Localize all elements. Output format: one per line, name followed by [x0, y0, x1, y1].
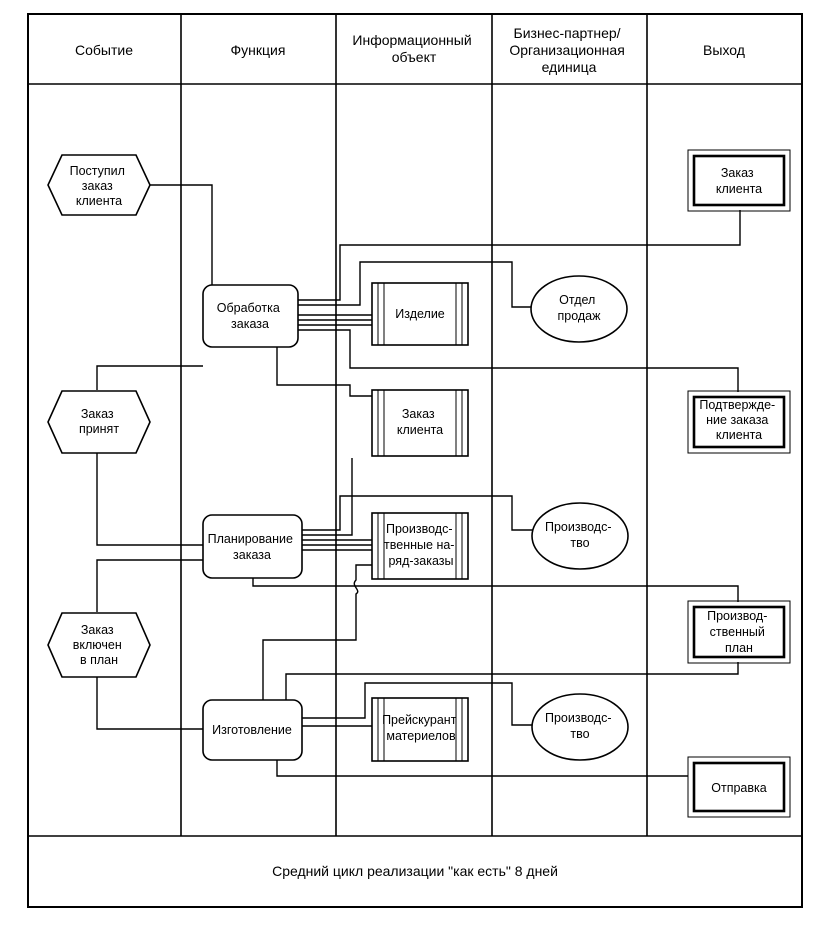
org-unit-sales-dept: Отдел продаж: [530, 275, 628, 343]
event-order-accepted: Заказ принят: [47, 390, 151, 454]
info-object-price-list: Прейскурант материелов: [371, 697, 469, 762]
info-object-label: Прейскурант материелов: [382, 713, 460, 743]
event-label: Заказ принят: [79, 407, 119, 436]
connector: [302, 495, 533, 531]
output-label: Производ- ственный план: [707, 609, 771, 655]
function-label: Обработка заказа: [217, 301, 284, 331]
info-object-product: Изделие: [371, 282, 469, 346]
connector: [285, 662, 739, 700]
output-label: Подтвержде- ние заказа клиента: [699, 398, 778, 442]
connector: [96, 677, 203, 730]
org-unit-label: Производс- тво: [545, 711, 615, 741]
info-object-label: Изделие: [395, 307, 445, 321]
connector: [302, 458, 353, 536]
connector: [298, 261, 533, 308]
event-label: Поступил заказ клиента: [70, 164, 129, 208]
event-order-received: Поступил заказ клиента: [47, 154, 151, 216]
info-object-client-order: Заказ клиента: [371, 389, 469, 457]
header-info-object: Информационный объект: [352, 32, 475, 65]
output-order-confirmation: Подтвержде- ние заказа клиента: [687, 390, 791, 454]
event-order-planned: Заказ включен в план: [47, 612, 151, 678]
footer-summary: Средний цикл реализации "как есть" 8 дне…: [272, 863, 558, 879]
diagram-frame: [27, 13, 803, 908]
connector: [96, 559, 203, 612]
function-order-planning: Планирование заказа: [202, 514, 303, 579]
connector: [148, 184, 213, 285]
output-production-plan: Производ- ственный план: [687, 600, 791, 664]
org-unit-production: Производс- тво: [531, 502, 629, 570]
info-object-label: Заказ клиента: [397, 407, 443, 437]
org-unit-production: Производс- тво: [531, 693, 629, 761]
info-object-production-orders: Производс- твенные на- ряд-заказы: [371, 512, 469, 580]
org-unit-label: Производс- тво: [545, 520, 615, 550]
function-label: Изготовление: [212, 723, 292, 737]
function-manufacturing: Изготовление: [202, 699, 303, 761]
connector: [298, 329, 739, 392]
function-label: Планирование заказа: [208, 532, 297, 562]
connector: [96, 453, 203, 546]
function-order-processing: Обработка заказа: [202, 284, 299, 348]
header-output: Выход: [703, 42, 745, 58]
connector: [252, 578, 739, 602]
connectors: [96, 184, 741, 777]
info-object-label: Производс- твенные на- ряд-заказы: [384, 522, 458, 568]
output-label: Заказ клиента: [716, 166, 762, 196]
header-function: Функция: [231, 42, 286, 58]
connector: [298, 210, 741, 301]
event-label: Заказ включен в план: [73, 623, 126, 667]
connector: [276, 345, 372, 397]
output-label: Отправка: [711, 781, 767, 795]
connector: [96, 365, 203, 390]
org-unit-label: Отдел продаж: [557, 293, 601, 323]
header-partner: Бизнес-партнер/ Организационная единица: [509, 25, 628, 75]
header-event: Событие: [75, 42, 133, 58]
output-shipment: Отправка: [687, 756, 791, 818]
connector: [302, 682, 533, 726]
output-client-order: Заказ клиента: [687, 149, 791, 212]
connector: [276, 760, 688, 777]
connector: [262, 564, 372, 700]
